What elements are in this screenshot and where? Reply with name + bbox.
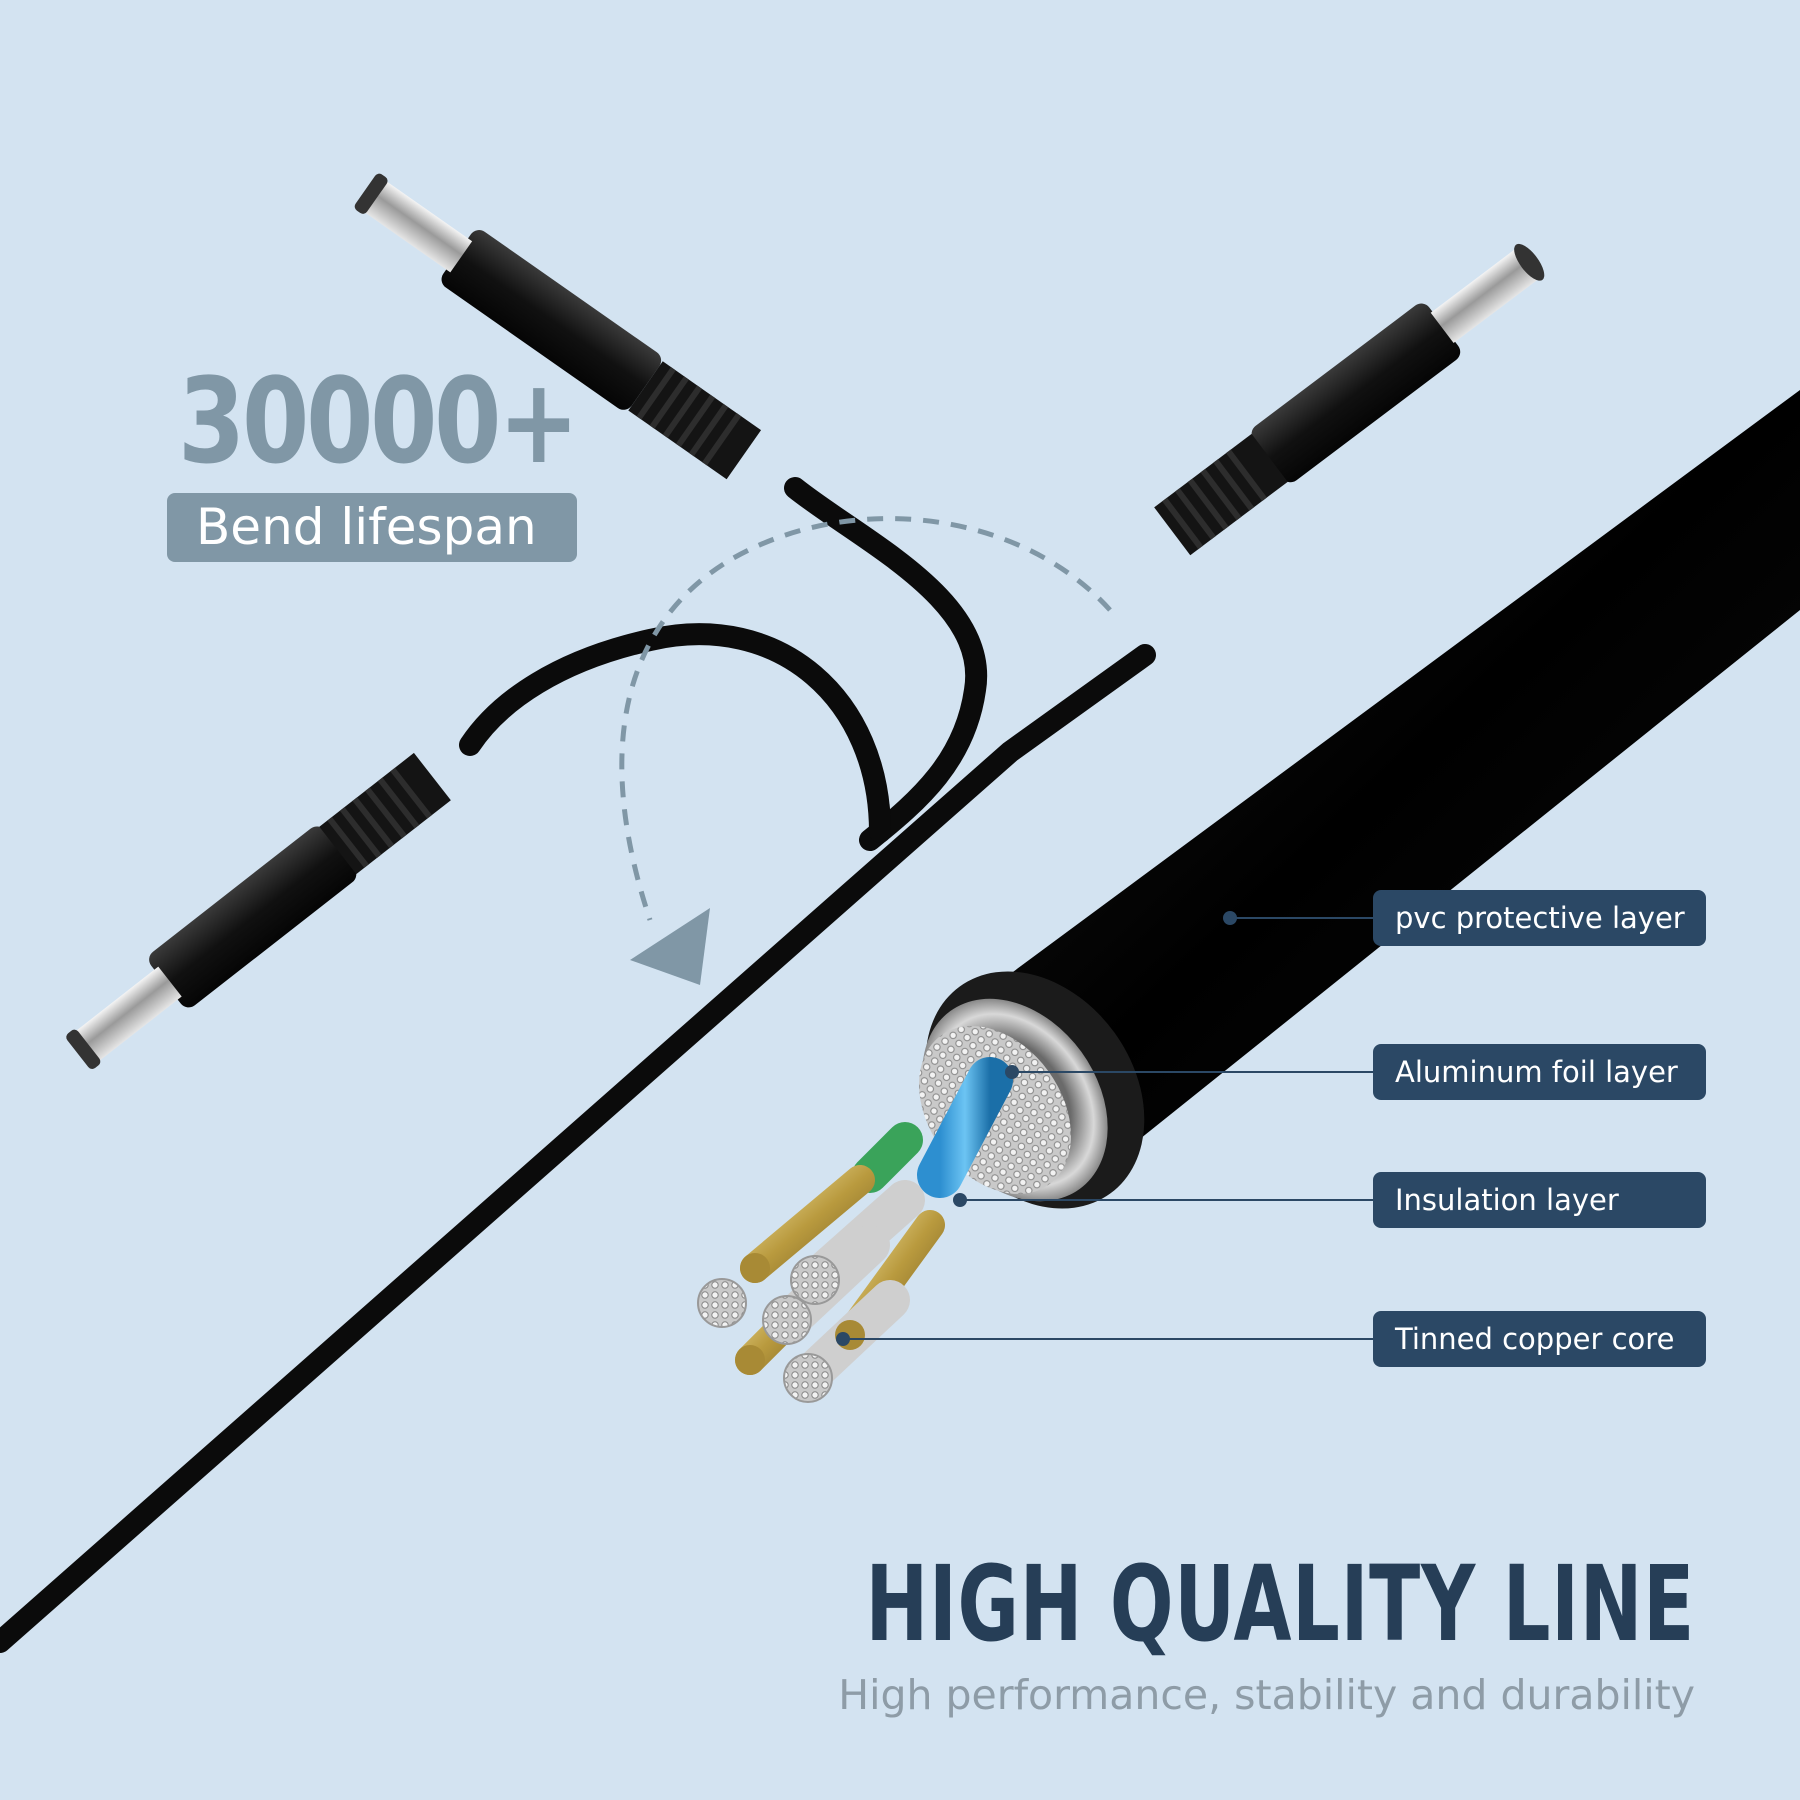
dot-copper bbox=[836, 1332, 850, 1346]
dot-pvc bbox=[1223, 911, 1237, 925]
strand-end-2 bbox=[790, 1255, 840, 1305]
subheadline: High performance, stability and durabili… bbox=[838, 1671, 1695, 1719]
connector-right-grip bbox=[1154, 433, 1288, 556]
cable-loop bbox=[459, 623, 891, 843]
dot-foil bbox=[1005, 1065, 1019, 1079]
core-gold-1 bbox=[740, 1165, 875, 1283]
connector-top-grip bbox=[628, 361, 762, 480]
connector-left-grip bbox=[319, 752, 451, 875]
insulation-green-wire bbox=[852, 1122, 923, 1193]
cable-cross-section bbox=[697, 390, 1800, 1403]
connector-left bbox=[66, 752, 451, 1069]
connector-top bbox=[354, 173, 762, 480]
bend-label: Bend lifespan bbox=[196, 498, 537, 556]
callout-insulation: Insulation layer bbox=[1373, 1172, 1706, 1228]
strand-end-3 bbox=[762, 1295, 812, 1345]
strand-end-4 bbox=[783, 1353, 833, 1403]
bend-arrow-head bbox=[630, 908, 710, 985]
insulation-blue-wire bbox=[917, 1057, 1013, 1198]
gold-end-2 bbox=[735, 1345, 765, 1375]
callout-tinned-copper: Tinned copper core bbox=[1373, 1311, 1706, 1367]
bend-count: 30000+ bbox=[178, 352, 579, 490]
bend-badge bbox=[167, 493, 577, 562]
pvc-sheath bbox=[975, 390, 1800, 1175]
cable-lower-run bbox=[0, 644, 1156, 1653]
headline: HIGH QUALITY LINE bbox=[865, 1543, 1695, 1665]
callout-leaders bbox=[836, 911, 1373, 1346]
callout-aluminum-foil: Aluminum foil layer bbox=[1373, 1044, 1706, 1100]
connector-right bbox=[1154, 243, 1545, 556]
cable-upper-bend bbox=[784, 477, 988, 851]
strand-end-1 bbox=[697, 1278, 747, 1328]
dot-insulation bbox=[953, 1193, 967, 1207]
bend-arc-dashed bbox=[619, 516, 1112, 921]
gold-end-1 bbox=[740, 1253, 770, 1283]
callout-pvc-layer: pvc protective layer bbox=[1373, 890, 1706, 946]
